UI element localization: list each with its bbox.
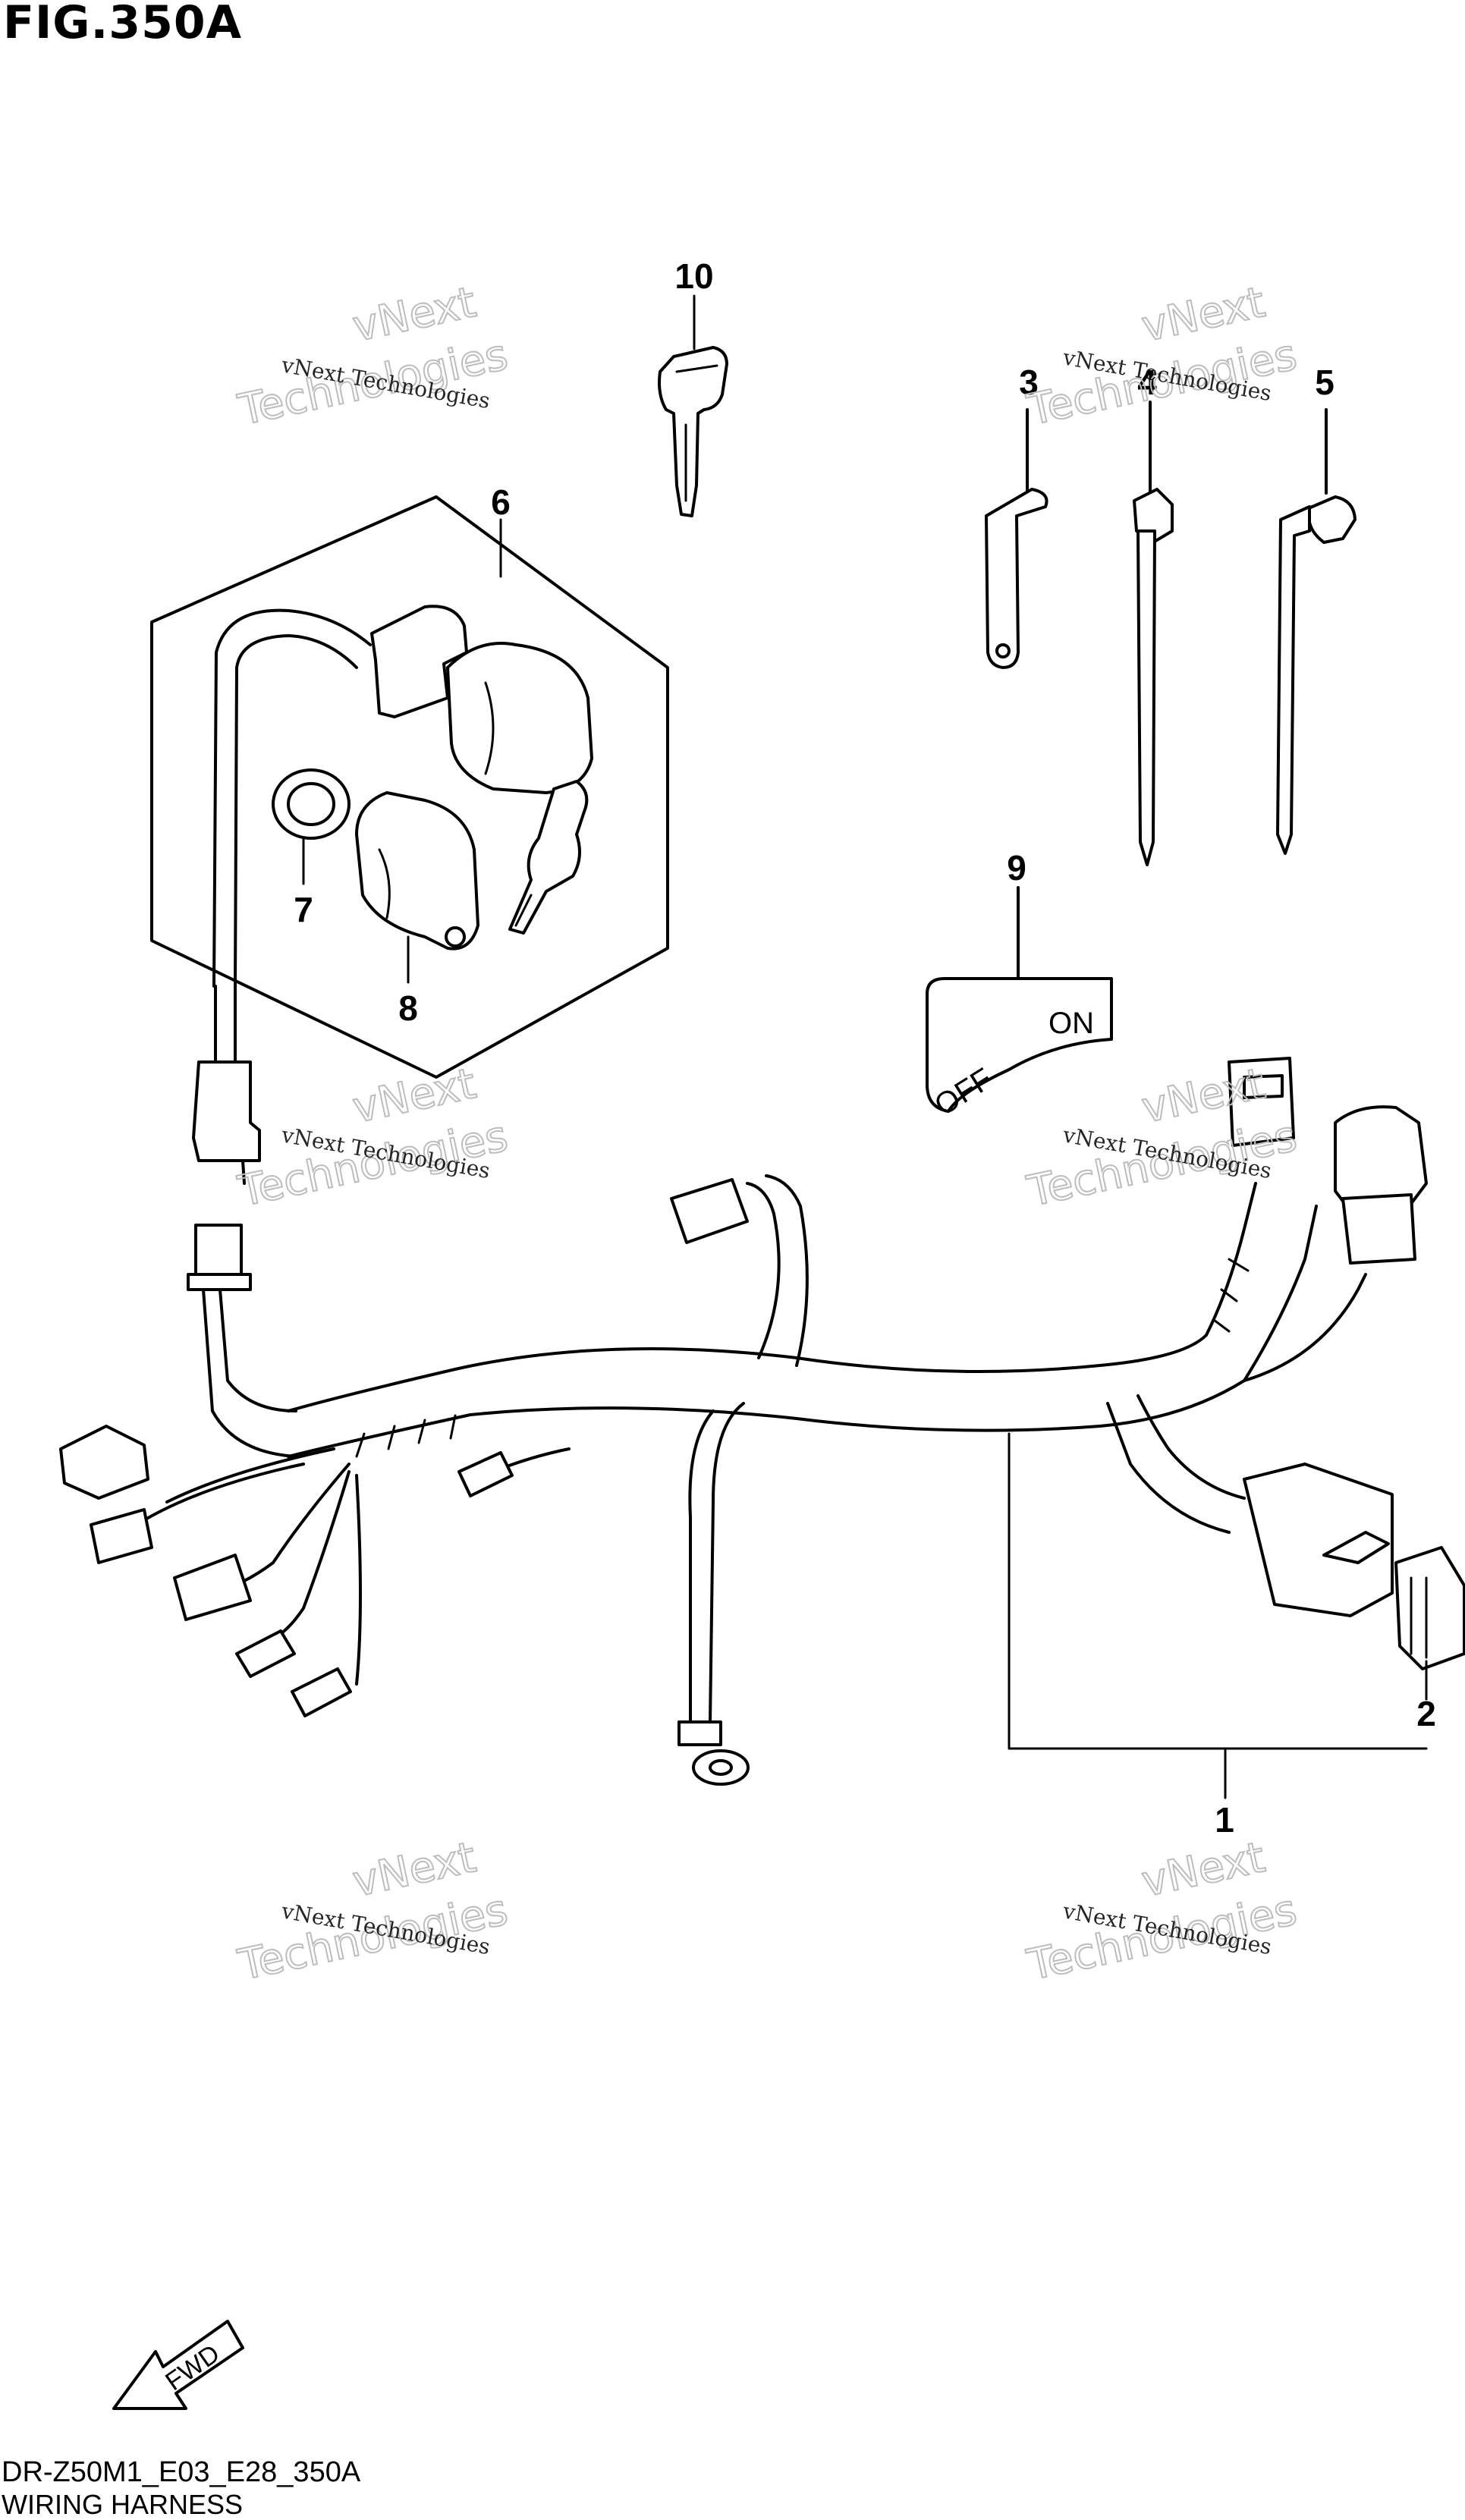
callout-7: 7	[294, 890, 313, 929]
watermark-mid-left: vNext Technologies vNext Technologies	[233, 1058, 512, 1218]
watermark-mid-right: vNext Technologies vNext Technologies	[1022, 1058, 1301, 1218]
harness-connector-right-top[interactable]	[1228, 1057, 1295, 1147]
watermark-top-right: vNext Technologies vNext Technologies	[1022, 277, 1301, 436]
part-2-fuse-holder[interactable]	[1243, 1463, 1465, 1670]
callout-6: 6	[491, 482, 511, 522]
callout-10: 10	[674, 256, 713, 296]
fwd-direction-arrow: FWD	[112, 2320, 244, 2410]
switch-plate-on-label: ON	[1048, 1007, 1094, 1040]
callout-5: 5	[1315, 363, 1335, 402]
callout-8: 8	[398, 988, 418, 1028]
harness-connector-left-4[interactable]	[235, 1629, 296, 1678]
harness-connector-left-1[interactable]	[59, 1425, 149, 1500]
harness-connector-left-5[interactable]	[291, 1667, 352, 1717]
watermark-bottom-right: vNext Technologies vNext Technologies	[1022, 1832, 1301, 1991]
harness-ground-terminal[interactable]	[677, 1720, 750, 1786]
part-9-switch-plate[interactable]	[926, 886, 1113, 1113]
ignition-switch-coupler[interactable]	[192, 985, 261, 1185]
harness-connector-left-3[interactable]	[173, 1554, 252, 1621]
callout-3: 3	[1019, 363, 1039, 402]
part-1-main-harness[interactable]	[135, 1174, 1367, 1723]
part-4-cable-tie[interactable]	[1133, 401, 1174, 866]
watermark-bottom-left: vNext Technologies vNext Technologies	[233, 1832, 512, 1991]
part-3-clamp[interactable]	[985, 408, 1048, 669]
part-7-nut-ring[interactable]	[272, 768, 351, 840]
part-10-key[interactable]	[658, 346, 728, 517]
callout-2: 2	[1416, 1694, 1436, 1733]
harness-connector-top-left[interactable]	[187, 1224, 252, 1291]
harness-connector-left-2[interactable]	[90, 1508, 153, 1564]
harness-connector-center-left[interactable]	[457, 1451, 514, 1497]
figure-name: WIRING HARNESS	[2, 2489, 244, 2520]
callout-4: 4	[1137, 363, 1157, 402]
callout-1-bracket	[1008, 1432, 1428, 1750]
harness-connector-right-coupler[interactable]	[1334, 1105, 1428, 1265]
callout-9: 9	[1007, 848, 1026, 888]
callout-1: 1	[1215, 1800, 1234, 1840]
watermark-top-left: vNext Technologies vNext Technologies	[233, 277, 512, 436]
figure-title: FIG.350A	[3, 0, 243, 49]
part-5-cable-tie-mount[interactable]	[1276, 408, 1357, 855]
model-code: DR-Z50M1_E03_E28_350A	[2, 2456, 361, 2488]
harness-connector-center-top[interactable]	[670, 1178, 749, 1244]
part-6-ignition-switch-group[interactable]	[150, 495, 669, 1079]
part-8-cover-cap[interactable]	[355, 791, 479, 950]
